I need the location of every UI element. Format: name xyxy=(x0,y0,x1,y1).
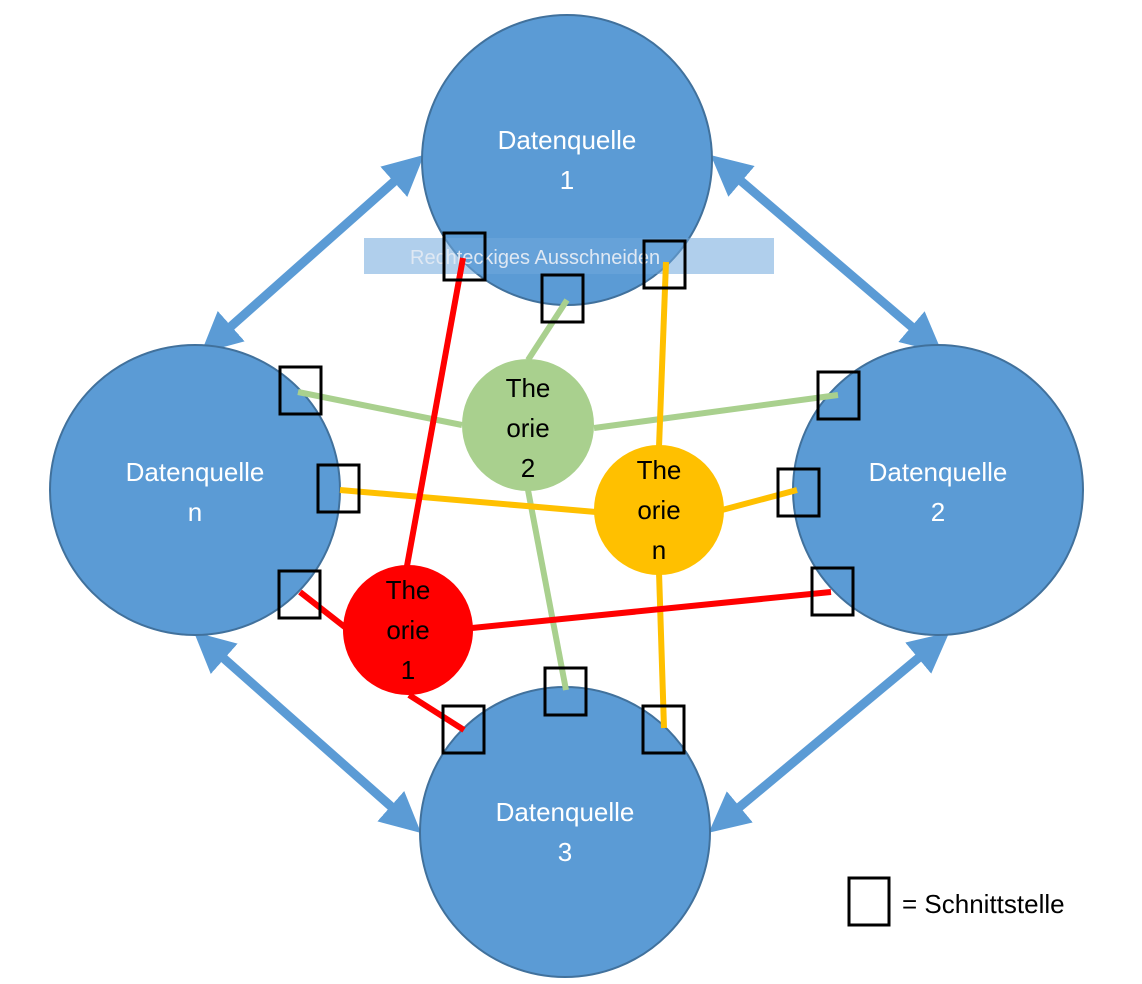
legend-text: = Schnittstelle xyxy=(902,889,1065,919)
interface-square-ds2-theory-1 xyxy=(810,566,855,617)
interface-square-ds3-theory-n xyxy=(641,704,686,755)
interface-square-ds3-theory-2 xyxy=(543,666,588,717)
theory-2-label-line1: The xyxy=(506,373,551,403)
datasource-2-label-line2: 2 xyxy=(931,497,945,527)
datasource-3-label-line1: Datenquelle xyxy=(496,797,635,827)
theory-1-circle xyxy=(343,565,473,695)
interface-squares xyxy=(277,231,861,755)
theory-labels: The orie 2 The orie n The orie 1 xyxy=(386,373,682,685)
datasource-2-label-line1: Datenquelle xyxy=(869,457,1008,487)
theory-2-line-ds3 xyxy=(525,489,569,691)
arrow-dsn-ds3 xyxy=(193,631,422,834)
datasource-circles xyxy=(49,14,1084,978)
theory-1-label-line2: orie xyxy=(386,615,429,645)
interface-square-dsn-theory-1 xyxy=(277,569,322,620)
theory-1-label-line3: 1 xyxy=(401,655,415,685)
datasource-n-circle xyxy=(49,344,341,636)
theory-2-label-line3: 2 xyxy=(521,453,535,483)
interface-square-ds1-theory-2 xyxy=(540,273,585,324)
datasource-n-label-line2: n xyxy=(188,497,202,527)
datasource-n-label-line1: Datenquelle xyxy=(126,457,265,487)
theory-n-circle xyxy=(594,445,724,575)
theory-n-line-dsn xyxy=(339,487,597,515)
interface-square-ds1-theory-n xyxy=(642,239,687,290)
theory-2-line-ds2 xyxy=(593,392,839,431)
theory-2-label-line2: orie xyxy=(506,413,549,443)
theory-n-label-line3: n xyxy=(652,535,666,565)
datasource-1-label-line2: 1 xyxy=(560,165,574,195)
theory-n-line-ds1 xyxy=(656,261,669,448)
theory-1-line-dsn xyxy=(298,589,348,631)
interface-square-dsn-theory-2 xyxy=(278,365,323,416)
datasource-1-label-line1: Datenquelle xyxy=(498,125,637,155)
theory-n-label-line1: The xyxy=(637,455,682,485)
theory-circles xyxy=(343,359,724,695)
theory-1-line-ds3 xyxy=(407,692,466,733)
theory-n-line-ds3 xyxy=(656,571,667,729)
theory-n-label-line2: orie xyxy=(637,495,680,525)
interface-square-ds2-theory-n xyxy=(776,467,821,518)
theory-1-label-line1: The xyxy=(386,575,431,605)
datasource-labels: Datenquelle 1 Datenquelle n Datenquelle … xyxy=(126,125,1008,867)
legend-interface-square-icon xyxy=(847,876,891,927)
ghost-tooltip-text: Rechteckiges Ausschneiden xyxy=(410,247,660,269)
theory-1-line-ds2 xyxy=(471,589,832,631)
theory-1-lines xyxy=(298,257,832,733)
arrow-ds1-ds2 xyxy=(710,155,943,353)
theory-2-circle xyxy=(462,359,594,491)
theory-n-line-ds2 xyxy=(721,487,798,513)
interface-square-dsn-theory-n xyxy=(316,463,361,514)
arrow-ds1-dsn xyxy=(200,154,425,354)
interface-square-ds3-theory-1 xyxy=(441,704,486,755)
theory-2-line-ds1 xyxy=(525,298,570,362)
arrows xyxy=(193,154,950,834)
datasource-3-label-line2: 3 xyxy=(558,837,572,867)
interface-square-ds1-theory-1 xyxy=(442,231,487,282)
ghost-tooltip-box xyxy=(364,238,774,274)
theory-1-line-ds1 xyxy=(404,257,466,567)
arrow-ds2-ds3 xyxy=(708,632,950,833)
datasource-2-circle xyxy=(792,344,1084,636)
ghost-tooltip: Rechteckiges Ausschneiden xyxy=(364,238,774,274)
interface-square-ds2-theory-2 xyxy=(816,370,861,421)
theory-n-lines xyxy=(339,261,798,729)
legend: = Schnittstelle xyxy=(847,876,1065,927)
